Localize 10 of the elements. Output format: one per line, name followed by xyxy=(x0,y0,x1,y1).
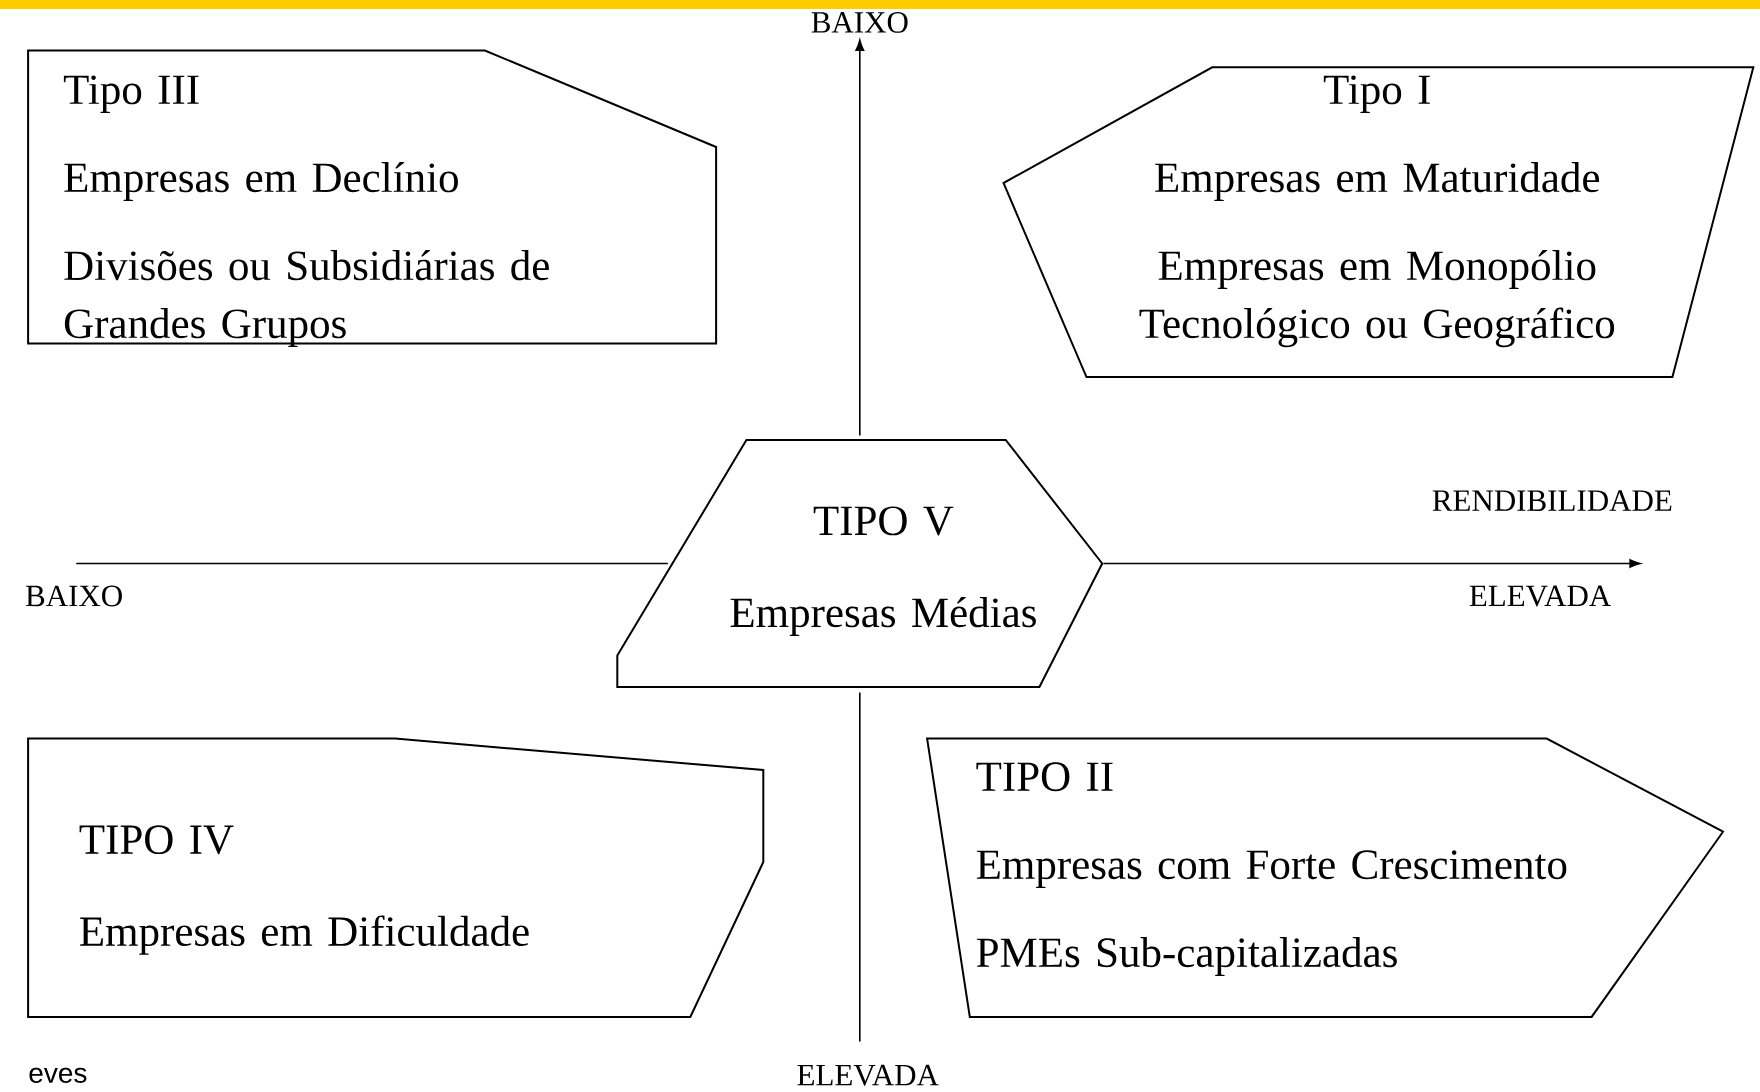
pentagon-box: Tipo III Empresas em Declínio Divisões ou Subsidiárias de Grandes Grupos xyxy=(27,49,718,348)
axis-label: ELEVADA xyxy=(797,1064,939,1086)
axis-label: RENDIBILIDADE xyxy=(1432,490,1672,511)
pentagon-box: TIPO V Empresas Médias xyxy=(616,439,1104,688)
axis-label: ELEVADA xyxy=(1469,585,1611,607)
axis-label: BAIXO xyxy=(811,12,908,33)
axis-label: eves xyxy=(29,1067,87,1083)
pentagon-box: TIPO IV Empresas em Dificuldade xyxy=(27,737,765,1018)
pentagon-box: Tipo I Empresas em Maturidade Empresas em Monopólio Tecnológico ou Geográfico xyxy=(1002,66,1755,379)
axis-label: BAIXO xyxy=(25,585,122,607)
